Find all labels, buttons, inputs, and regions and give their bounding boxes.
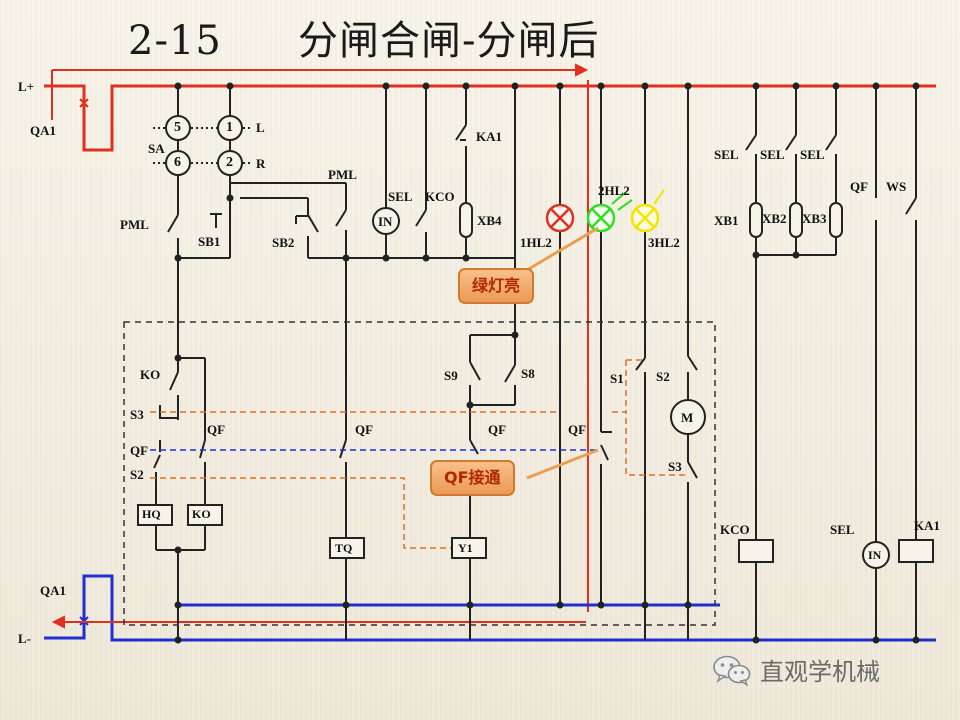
slide-title: 2-15 分闸合闸-分闸后 xyxy=(128,8,600,66)
label-in-coil: IN xyxy=(868,548,882,562)
label-1hl2: 1HL2 xyxy=(520,235,552,250)
label-pml-left: PML xyxy=(120,217,149,232)
label-qf-ko: QF xyxy=(207,422,226,437)
label-r: R xyxy=(256,156,266,171)
slide-heading: 分闸合闸-分闸后 xyxy=(298,18,600,64)
label-l: L xyxy=(256,120,265,135)
label-s8: S8 xyxy=(521,366,535,381)
sa-contact-5 xyxy=(165,115,191,141)
label-2hl2: 2HL2 xyxy=(598,183,630,198)
label-qf-right: QF xyxy=(850,179,869,194)
callout-pointer-green xyxy=(526,226,599,272)
label-ws: WS xyxy=(886,179,907,194)
label-s9: S9 xyxy=(444,368,458,383)
label-sb1: SB1 xyxy=(198,234,221,249)
label-sel-top: SEL xyxy=(388,189,413,204)
coils xyxy=(137,504,934,563)
label-ka1-top: KA1 xyxy=(476,129,502,144)
label-contact-6: 6 xyxy=(174,155,181,170)
label-s2-right: S2 xyxy=(656,369,670,384)
sa-contact-6 xyxy=(165,150,191,176)
label-in-top: IN xyxy=(378,214,393,229)
label-s3-right: S3 xyxy=(668,459,682,474)
label-ko: KO xyxy=(140,367,161,382)
label-contact-2: 2 xyxy=(226,155,233,170)
label-y1: Y1 xyxy=(458,541,473,555)
green-lamp-2hl2 xyxy=(586,191,633,233)
label-sel-coil: SEL xyxy=(830,522,855,537)
label-sb2: SB2 xyxy=(272,235,295,250)
label-motor: M xyxy=(681,410,694,425)
motor xyxy=(670,399,706,435)
label-pml-top: PML xyxy=(328,167,357,182)
label-sa: SA xyxy=(148,141,165,156)
label-s1: S1 xyxy=(610,371,624,386)
watermark: 直观学机械 xyxy=(712,652,880,687)
label-positive-bus: L+ xyxy=(18,79,35,94)
callout-green-light: 绿灯亮 xyxy=(458,268,535,304)
label-sel-r1: SEL xyxy=(714,147,739,162)
sa-contact-1 xyxy=(217,115,243,141)
label-contact-1: 1 xyxy=(226,120,233,135)
watermark-text: 直观学机械 xyxy=(760,658,880,686)
label-qf-mid: QF xyxy=(355,422,374,437)
callout-qf-on: QF接通 xyxy=(430,460,515,496)
junction-dots xyxy=(174,82,920,644)
label-ko-coil: KO xyxy=(192,507,211,521)
label-xb4: XB4 xyxy=(477,213,502,228)
label-3hl2: 3HL2 xyxy=(648,235,680,250)
label-sel-r3: SEL xyxy=(800,147,825,162)
in-indicator-bottom xyxy=(862,541,890,569)
wechat-icon xyxy=(713,655,751,686)
in-indicator-top xyxy=(372,207,400,235)
negative-bus-arrow xyxy=(51,615,586,629)
positive-bus xyxy=(44,84,936,152)
positive-bus-arrow xyxy=(51,63,589,612)
slide-number: 2-15 xyxy=(128,18,222,64)
label-ka1-coil: KA1 xyxy=(914,518,940,533)
connecting-links xyxy=(459,202,843,238)
label-tq: TQ xyxy=(335,541,353,555)
label-sel-r2: SEL xyxy=(760,147,785,162)
wiring xyxy=(153,86,917,640)
label-qa1-bottom: QA1 xyxy=(40,583,66,598)
label-xb2: XB2 xyxy=(762,211,787,226)
yellow-lamp-3hl2 xyxy=(630,189,665,233)
label-s2-left: S2 xyxy=(130,467,144,482)
sa-contact-2 xyxy=(217,150,243,176)
label-qf-4: QF xyxy=(568,422,587,437)
label-kco-top: KCO xyxy=(425,189,455,204)
callout-pointer-qf xyxy=(526,448,599,480)
label-xb1: XB1 xyxy=(714,213,739,228)
label-s3-left: S3 xyxy=(130,407,144,422)
mechanism-box xyxy=(123,321,716,626)
label-qa1-top: QA1 xyxy=(30,123,56,138)
label-xb3: XB3 xyxy=(802,211,827,226)
label-qf-left: QF xyxy=(130,443,149,458)
label-hq: HQ xyxy=(142,507,161,521)
label-negative-bus: L- xyxy=(18,631,31,646)
label-contact-5: 5 xyxy=(174,120,181,135)
label-qf-y: QF xyxy=(488,422,507,437)
label-kco-coil: KCO xyxy=(720,522,750,537)
red-lamp-1hl2 xyxy=(545,203,575,233)
